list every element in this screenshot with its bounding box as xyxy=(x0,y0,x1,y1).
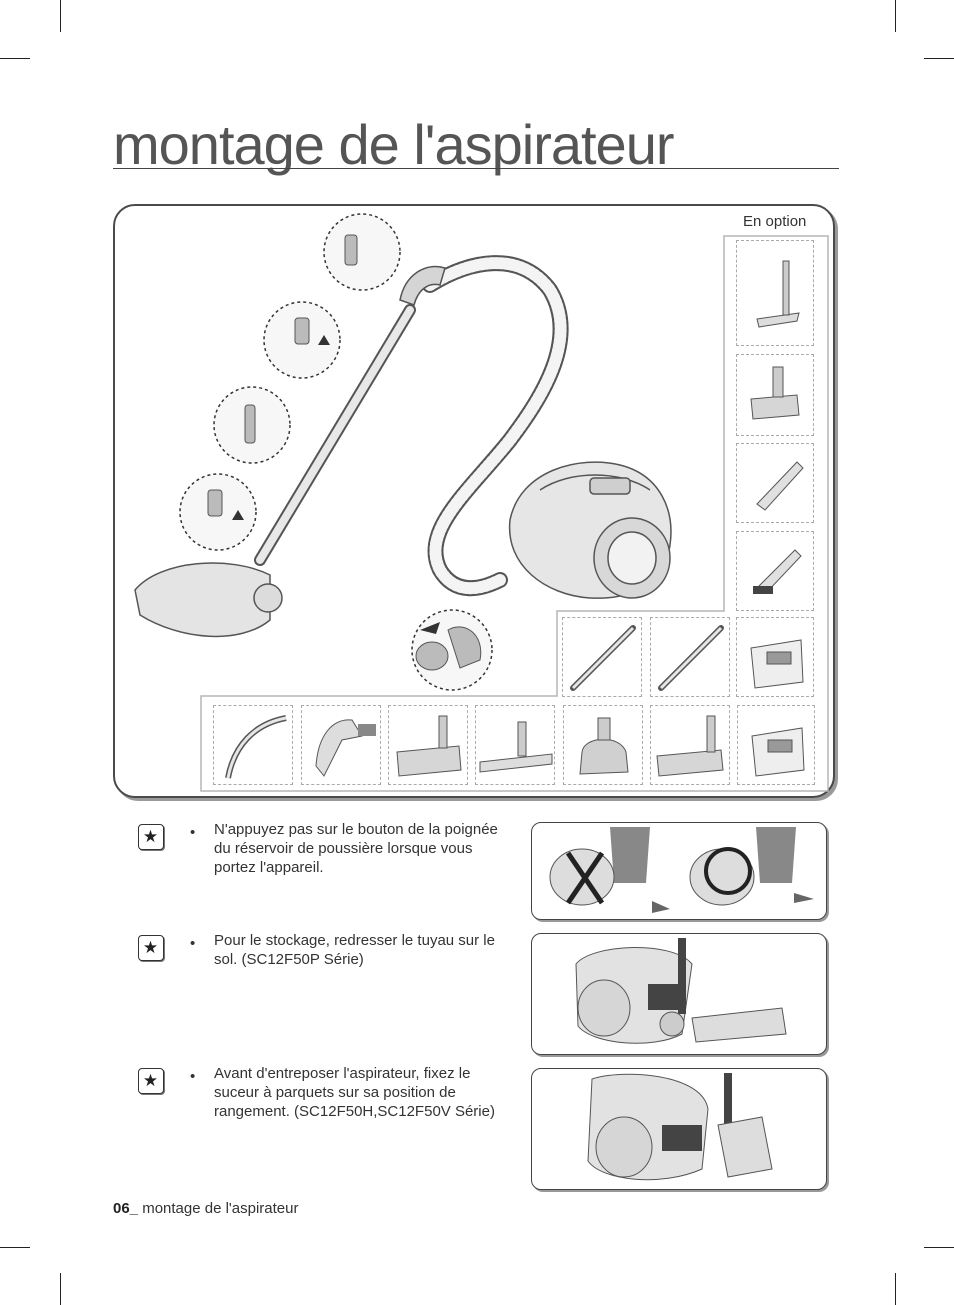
optional-item-slot xyxy=(736,617,814,697)
footer-section: montage de l'aspirateur xyxy=(138,1200,299,1217)
bottom-item-slot xyxy=(213,705,293,785)
optional-item-slot xyxy=(562,617,642,697)
bottom-item-slot xyxy=(650,705,730,785)
crop-mark xyxy=(0,58,30,59)
note-text: Pour le stockage, redresser le tuyau sur… xyxy=(214,932,495,968)
star-icon: ★ xyxy=(138,935,164,961)
page-title: montage de l'aspirateur xyxy=(113,113,674,176)
star-icon: ★ xyxy=(138,824,164,850)
bullet: • xyxy=(190,935,196,952)
optional-item-slot xyxy=(736,354,814,436)
note-text: Avant d'entreposer l'aspirateur, fixez l… xyxy=(214,1065,495,1120)
title-divider xyxy=(113,168,839,169)
carry-illustration xyxy=(531,822,827,920)
bottom-item-slot xyxy=(563,705,643,785)
bottom-item-slot xyxy=(388,705,468,785)
crop-mark xyxy=(924,1247,954,1248)
vacuum-body xyxy=(508,461,672,599)
page-number: 06_ xyxy=(113,1200,139,1217)
optional-item-slot xyxy=(736,531,814,611)
floor-brush xyxy=(134,562,271,638)
crop-mark xyxy=(895,0,896,32)
optional-label: En option xyxy=(743,213,807,230)
bottom-item-slot xyxy=(301,705,381,785)
note-text: N'appuyez pas sur le bouton de la poigné… xyxy=(214,821,498,876)
crop-mark xyxy=(0,1247,30,1248)
crop-mark xyxy=(895,1273,896,1305)
star-icon: ★ xyxy=(138,1068,164,1094)
crop-mark xyxy=(924,58,954,59)
bullet: • xyxy=(190,1068,196,1085)
crop-mark xyxy=(60,0,61,32)
optional-item-slot xyxy=(650,617,730,697)
hose-storage-illustration xyxy=(531,933,827,1055)
optional-item-slot xyxy=(736,240,814,346)
optional-item-slot xyxy=(736,443,814,523)
page-footer: 06_ montage de l'aspirateur xyxy=(113,1200,299,1217)
bottom-item-slot xyxy=(737,705,815,785)
bottom-item-slot xyxy=(475,705,555,785)
crop-mark xyxy=(60,1273,61,1305)
bullet: • xyxy=(190,824,196,841)
nozzle-storage-illustration xyxy=(531,1068,827,1190)
